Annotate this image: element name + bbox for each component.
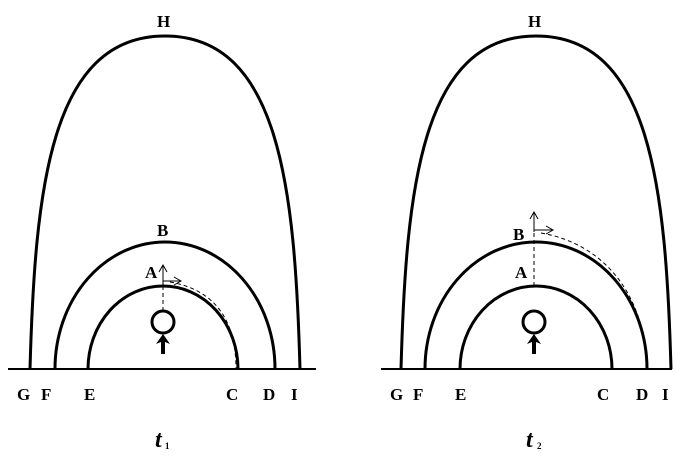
label-A: A	[145, 263, 158, 282]
outer-arch-GHI	[401, 36, 671, 369]
time-label-t2: t	[526, 427, 534, 453]
label-I: I	[662, 385, 669, 404]
rotation-circle-icon	[152, 311, 174, 333]
time-subscript-t2: 2	[537, 441, 542, 451]
label-G: G	[17, 385, 30, 404]
small-vector-up	[530, 212, 538, 232]
label-B: B	[157, 221, 168, 240]
label-H: H	[157, 12, 170, 31]
bold-arrow-up-icon	[527, 334, 541, 354]
panel-t1: H B A G F E C D I t 1	[8, 12, 316, 453]
label-D: D	[263, 385, 275, 404]
label-G: G	[390, 385, 403, 404]
label-E: E	[84, 385, 95, 404]
time-label-t1: t	[155, 427, 163, 453]
outer-arch-GHI	[30, 36, 300, 369]
label-C: C	[597, 385, 609, 404]
label-E: E	[455, 385, 466, 404]
small-vector-right	[534, 226, 553, 234]
inner-arch-EAC	[88, 286, 238, 369]
label-C: C	[226, 385, 238, 404]
label-A: A	[515, 263, 528, 282]
label-D: D	[636, 385, 648, 404]
inner-arch-EAC	[460, 286, 612, 369]
label-F: F	[41, 385, 51, 404]
label-I: I	[291, 385, 298, 404]
panel-t2: H B A G F E C D I t 2	[381, 12, 672, 453]
small-vector-up	[159, 265, 167, 286]
time-subscript-t1: 1	[165, 441, 170, 451]
label-B: B	[513, 225, 524, 244]
label-F: F	[413, 385, 423, 404]
rotation-circle-icon	[523, 311, 545, 333]
label-H: H	[528, 12, 541, 31]
bold-arrow-up-icon	[156, 334, 170, 354]
